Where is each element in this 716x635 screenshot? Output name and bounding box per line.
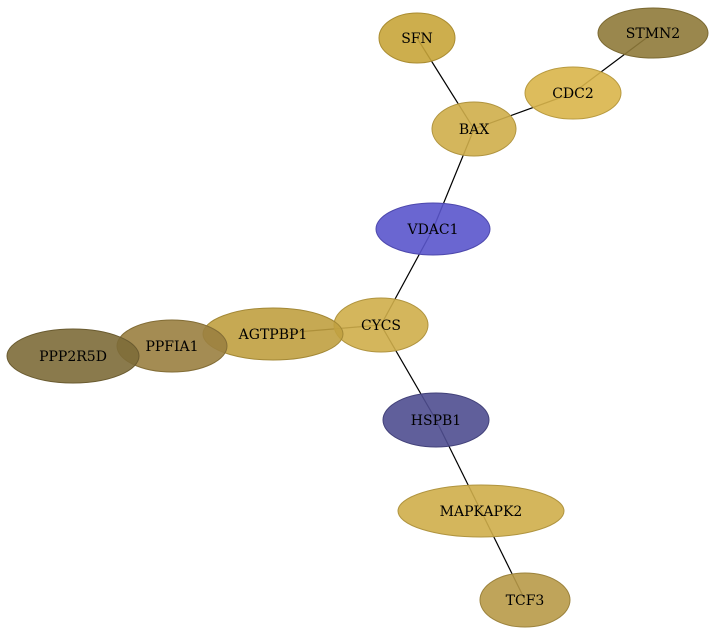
- node-ellipse: [378, 12, 456, 64]
- node-ellipse: [597, 7, 709, 59]
- node-vdac1[interactable]: VDAC1: [375, 202, 491, 256]
- node-ellipse: [6, 328, 140, 384]
- node-label: BAX: [459, 122, 489, 138]
- node-label: MAPKAPK2: [440, 504, 523, 520]
- node-hspb1[interactable]: HSPB1: [382, 392, 490, 448]
- node-label: AGTPBP1: [238, 327, 308, 343]
- node-label: STMN2: [626, 26, 680, 42]
- node-label: CDC2: [552, 86, 594, 102]
- node-label: TCF3: [506, 593, 545, 609]
- node-ellipse: [397, 484, 565, 538]
- node-label: HSPB1: [411, 413, 461, 429]
- node-ellipse: [524, 66, 622, 120]
- node-label: PPFIA1: [145, 339, 198, 355]
- node-label: CYCS: [361, 318, 401, 334]
- node-ellipse: [431, 101, 517, 157]
- node-tcf3[interactable]: TCF3: [479, 572, 571, 628]
- node-ellipse: [479, 572, 571, 628]
- node-bax[interactable]: BAX: [431, 101, 517, 157]
- node-stmn2[interactable]: STMN2: [597, 7, 709, 59]
- node-cdc2[interactable]: CDC2: [524, 66, 622, 120]
- node-sfn[interactable]: SFN: [378, 12, 456, 64]
- node-label: VDAC1: [406, 222, 458, 238]
- node-label: SFN: [401, 31, 433, 47]
- node-ellipse: [382, 392, 490, 448]
- node-ellipse: [375, 202, 491, 256]
- node-ppp2r5d[interactable]: PPP2R5D: [6, 328, 140, 384]
- node-cycs[interactable]: CYCS: [333, 297, 429, 353]
- node-mapkapk2[interactable]: MAPKAPK2: [397, 484, 565, 538]
- node-label: PPP2R5D: [39, 349, 107, 365]
